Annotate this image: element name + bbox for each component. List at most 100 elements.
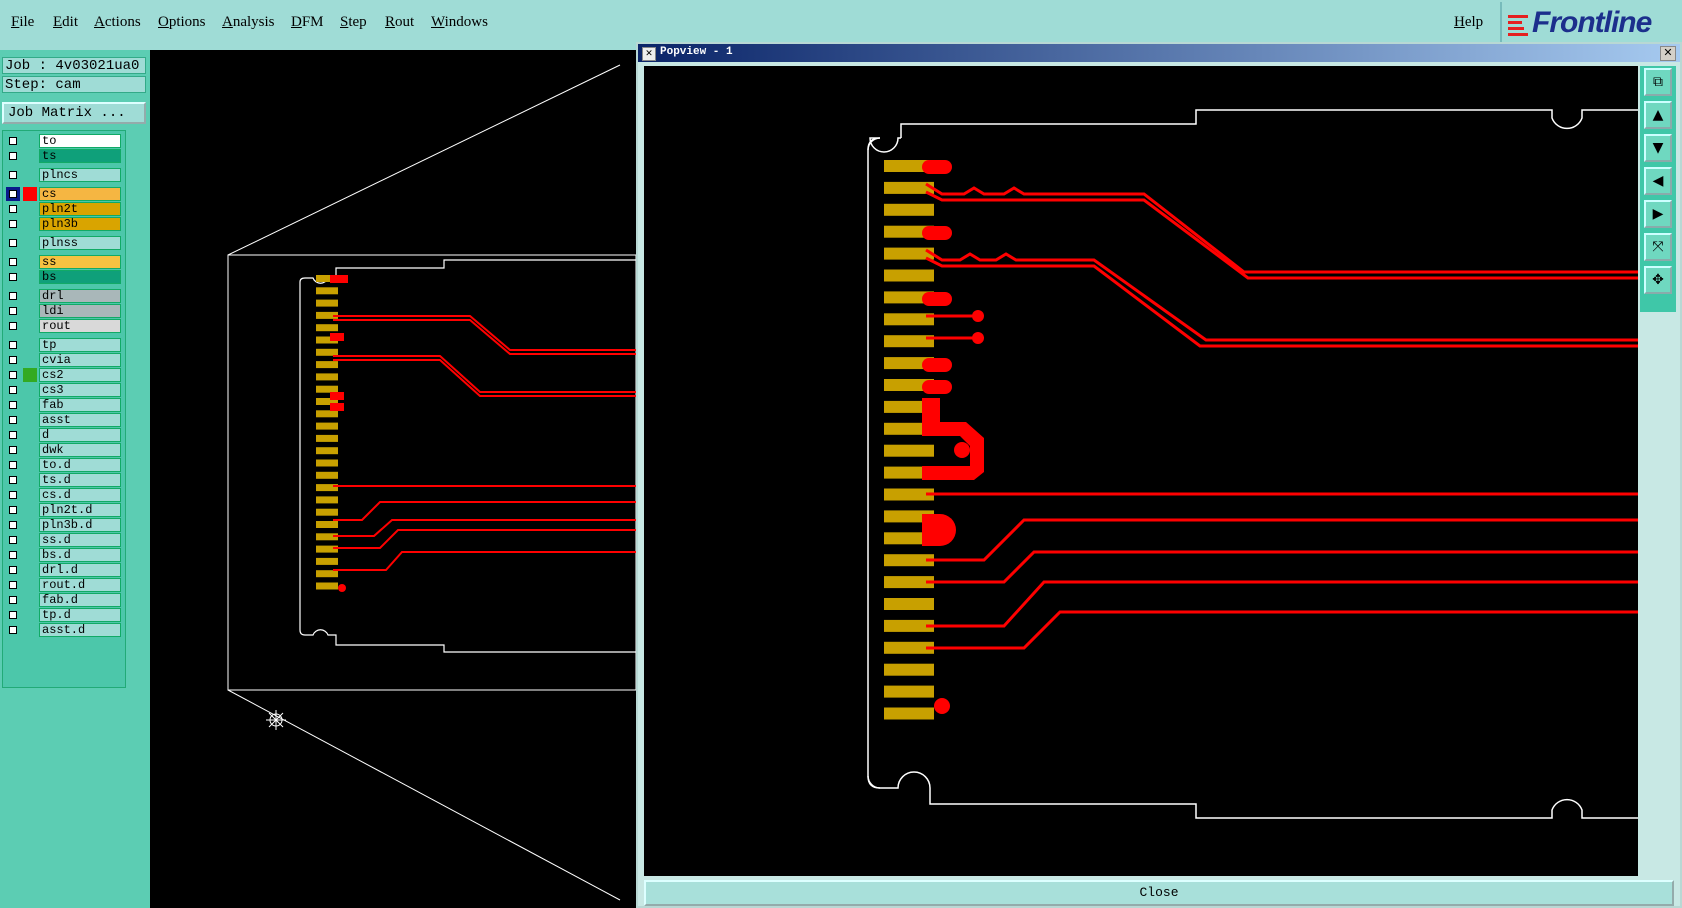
layer-name[interactable]: bs [39,270,121,284]
layer-row-pln3b[interactable]: pln3b [5,217,121,231]
layer-row-d[interactable]: d [5,428,121,442]
layer-row-cs-d[interactable]: cs.d [5,488,121,502]
layer-name[interactable]: cvia [39,353,121,367]
layer-row-cs2[interactable]: cs2 [5,368,121,382]
menu-actions[interactable]: Actions [94,14,141,30]
popview-canvas[interactable] [644,66,1638,876]
layer-name[interactable]: bs.d [39,548,121,562]
layer-row-dwk[interactable]: dwk [5,443,121,457]
window-menu-icon[interactable]: ✕ [642,47,656,61]
layer-name[interactable]: drl.d [39,563,121,577]
layer-checkbox[interactable] [6,187,20,201]
layer-row-rout[interactable]: rout [5,319,121,333]
pan-right-icon[interactable]: ▶ [1644,200,1672,228]
layer-name[interactable]: cs2 [39,368,121,382]
menu-dfm[interactable]: DFM [291,14,324,30]
layer-checkbox[interactable] [9,581,17,589]
layer-name[interactable]: pln3b [39,217,121,231]
layer-name[interactable]: asst [39,413,121,427]
job-matrix-button[interactable]: Job Matrix ... [2,102,146,124]
pan-up-icon[interactable]: ▲ [1644,101,1672,129]
layer-name[interactable]: asst.d [39,623,121,637]
layer-row-cs3[interactable]: cs3 [5,383,121,397]
menu-edit[interactable]: Edit [53,14,79,30]
zoom-fit-icon[interactable]: ⤧ [1644,233,1672,261]
layer-checkbox[interactable] [9,307,17,315]
layer-checkbox[interactable] [9,431,17,439]
layer-name[interactable]: fab.d [39,593,121,607]
layer-row-bs[interactable]: bs [5,270,121,284]
layer-row-bs-d[interactable]: bs.d [5,548,121,562]
layer-checkbox[interactable] [9,205,17,213]
layer-checkbox[interactable] [9,220,17,228]
layer-row-to-d[interactable]: to.d [5,458,121,472]
layer-row-ts[interactable]: ts [5,149,121,163]
layer-checkbox[interactable] [9,476,17,484]
layer-checkbox[interactable] [9,506,17,514]
layer-checkbox[interactable] [9,356,17,364]
layer-checkbox[interactable] [9,171,17,179]
layer-checkbox[interactable] [9,386,17,394]
layer-row-to[interactable]: to [5,134,121,148]
layer-row-plnss[interactable]: plnss [5,236,121,250]
menu-analysis[interactable]: Analysis [222,14,275,30]
layer-name[interactable]: to.d [39,458,121,472]
layer-name[interactable]: ts [39,149,121,163]
layer-name[interactable]: ts.d [39,473,121,487]
layer-row-drl-d[interactable]: drl.d [5,563,121,577]
layer-name[interactable]: tp.d [39,608,121,622]
layer-checkbox[interactable] [9,273,17,281]
layer-name[interactable]: plnss [39,236,121,250]
layer-checkbox[interactable] [9,611,17,619]
layer-checkbox[interactable] [9,536,17,544]
layer-row-cs[interactable]: cs [5,187,121,201]
layer-name[interactable]: drl [39,289,121,303]
popview-titlebar[interactable]: ✕ Popview - 1 ✕ [638,44,1680,62]
zoom-window-icon[interactable]: ⧉ [1644,68,1672,96]
zoom-home-icon[interactable]: ✥ [1644,266,1672,294]
menu-file[interactable]: File [11,14,35,30]
layer-row-fab-d[interactable]: fab.d [5,593,121,607]
layer-checkbox[interactable] [9,596,17,604]
layer-row-tp-d[interactable]: tp.d [5,608,121,622]
layer-name[interactable]: cs [39,187,121,201]
layer-checkbox[interactable] [9,292,17,300]
layer-row-ss-d[interactable]: ss.d [5,533,121,547]
layer-row-tp[interactable]: tp [5,338,121,352]
menu-options[interactable]: Options [158,14,206,30]
close-button[interactable]: Close [644,880,1674,906]
layer-checkbox[interactable] [9,491,17,499]
layer-row-asst-d[interactable]: asst.d [5,623,121,637]
layer-name[interactable]: cs3 [39,383,121,397]
layer-name[interactable]: cs.d [39,488,121,502]
layer-name[interactable]: rout.d [39,578,121,592]
layer-checkbox[interactable] [9,371,17,379]
menu-step[interactable]: Step [340,14,367,30]
pan-left-icon[interactable]: ◀ [1644,167,1672,195]
layer-name[interactable]: pln2t.d [39,503,121,517]
menu-help[interactable]: Help [1454,14,1484,30]
layer-checkbox[interactable] [9,626,17,634]
layer-checkbox[interactable] [9,137,17,145]
layer-row-ts-d[interactable]: ts.d [5,473,121,487]
layer-row-asst[interactable]: asst [5,413,121,427]
layer-row-pln3b-d[interactable]: pln3b.d [5,518,121,532]
layer-name[interactable]: tp [39,338,121,352]
layer-checkbox[interactable] [9,341,17,349]
layer-checkbox[interactable] [9,239,17,247]
layer-checkbox[interactable] [9,322,17,330]
layer-row-cvia[interactable]: cvia [5,353,121,367]
layer-checkbox[interactable] [9,446,17,454]
layer-row-drl[interactable]: drl [5,289,121,303]
main-graphic-canvas[interactable] [150,50,636,908]
layer-name[interactable]: pln2t [39,202,121,216]
layer-name[interactable]: pln3b.d [39,518,121,532]
layer-checkbox[interactable] [9,521,17,529]
layer-checkbox[interactable] [9,461,17,469]
layer-name[interactable]: ldi [39,304,121,318]
layer-name[interactable]: ss [39,255,121,269]
layer-checkbox[interactable] [9,152,17,160]
layer-row-plncs[interactable]: plncs [5,168,121,182]
layer-name[interactable]: ss.d [39,533,121,547]
pan-down-icon[interactable]: ▼ [1644,134,1672,162]
